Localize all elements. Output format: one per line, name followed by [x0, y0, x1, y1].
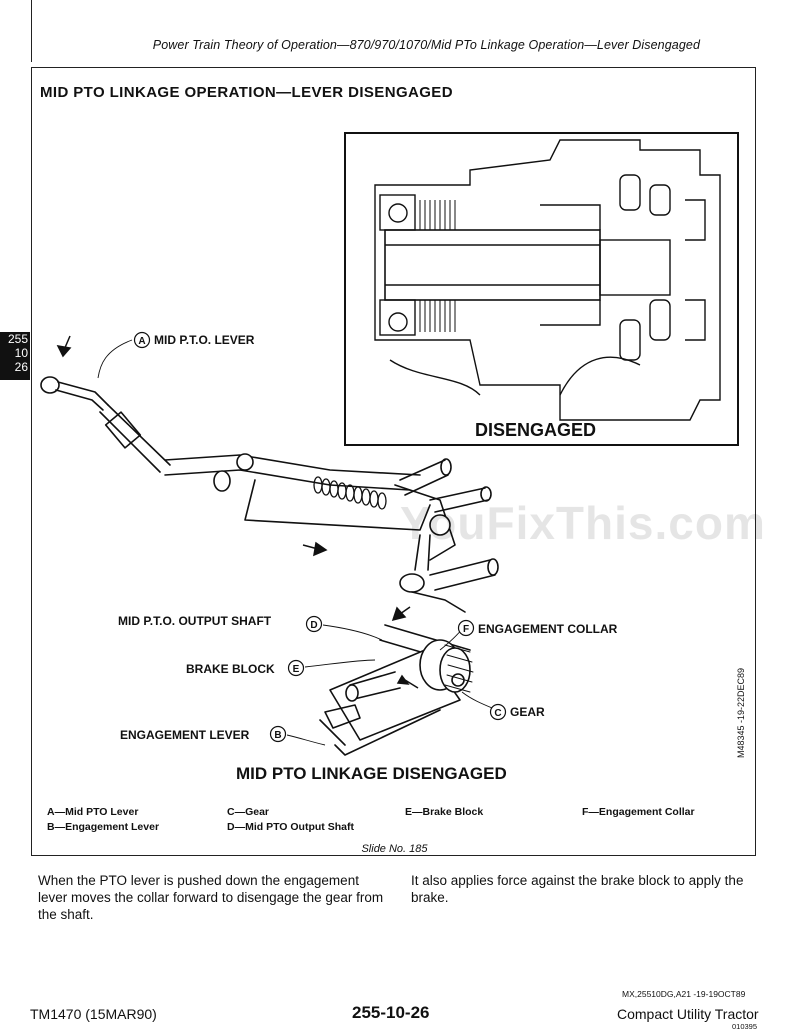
tab-line-1: 255	[7, 332, 28, 346]
inset-caption: DISENGAGED	[475, 420, 596, 440]
figure-frame	[31, 67, 756, 856]
legend-a: A—Mid PTO Lever	[47, 806, 139, 818]
callout-circle-b	[269, 725, 287, 743]
left-rule	[31, 0, 32, 62]
motion-arrows	[56, 335, 419, 689]
callout-letter-c: C	[494, 708, 501, 719]
legend-b: B—Engagement Lever	[47, 821, 160, 833]
legend-col-2: C—Gear D—Mid PTO Output Shaft	[227, 805, 354, 835]
linkage-assembly	[40, 376, 499, 756]
callout-circle-f	[457, 619, 475, 637]
callout-circle-a	[133, 331, 151, 349]
document-id: MX,25510DG,A21 -19-19OCT89	[622, 989, 746, 999]
legend-c: C—Gear	[227, 806, 270, 818]
callout-letter-a: A	[138, 336, 145, 347]
label-mid-pto-lever: MID P.T.O. LEVER	[154, 333, 255, 347]
callout-circle-e	[287, 659, 305, 677]
callout-circle-c	[489, 703, 507, 721]
tab-line-3: 26	[14, 360, 28, 374]
legend-col-4: F—Engagement Collar	[582, 805, 695, 820]
legend-d: D—Mid PTO Output Shaft	[227, 821, 354, 833]
figure-code: M48345 -19-22DEC89	[736, 667, 746, 758]
footer-manual-id: TM1470 (15MAR90)	[30, 1006, 157, 1022]
section-title: MID PTO LINKAGE OPERATION—LEVER DISENGAG…	[40, 84, 453, 101]
lever-down-arrow	[56, 345, 72, 358]
legend-f: F—Engagement Collar	[582, 806, 695, 818]
body-text-left: When the PTO lever is pushed down the en…	[38, 873, 384, 922]
legend-e: E—Brake Block	[405, 806, 484, 818]
callout-letter-d: D	[310, 620, 317, 631]
label-engagement-collar: ENGAGEMENT COLLAR	[478, 622, 618, 636]
callout-letter-f: F	[463, 624, 469, 635]
slide-number: Slide No. 185	[361, 843, 428, 855]
forward-arrow	[313, 541, 328, 557]
callout-letter-b: B	[274, 730, 281, 741]
footer-page-number: 255-10-26	[352, 1003, 430, 1022]
callout-circle-d	[305, 615, 323, 633]
footer-product: Compact Utility Tractor	[617, 1006, 759, 1022]
section-tab: 255 10 26	[0, 332, 30, 380]
running-header: Power Train Theory of Operation—870/970/…	[152, 38, 700, 52]
label-gear: GEAR	[510, 705, 545, 719]
tab-line-2: 10	[14, 346, 28, 360]
watermark: YouFixThis.com	[400, 497, 766, 549]
footer-code: 010395	[732, 1022, 758, 1031]
callout-markers	[133, 331, 507, 743]
label-output-shaft: MID P.T.O. OUTPUT SHAFT	[118, 614, 272, 628]
legend-col-3: E—Brake Block	[405, 805, 483, 820]
callout-letter-e: E	[293, 664, 300, 675]
body-text-right: It also applies force against the brake …	[411, 873, 744, 905]
inset-cross-section	[344, 132, 739, 446]
legend-col-1: A—Mid PTO Lever B—Engagement Lever	[47, 805, 159, 835]
label-engagement-lever: ENGAGEMENT LEVER	[120, 728, 250, 742]
gear-arrow	[396, 674, 410, 685]
figure-caption: MID PTO LINKAGE DISENGAGED	[236, 764, 507, 783]
label-brake-block: BRAKE BLOCK	[186, 662, 275, 676]
collar-arrow	[391, 606, 407, 622]
